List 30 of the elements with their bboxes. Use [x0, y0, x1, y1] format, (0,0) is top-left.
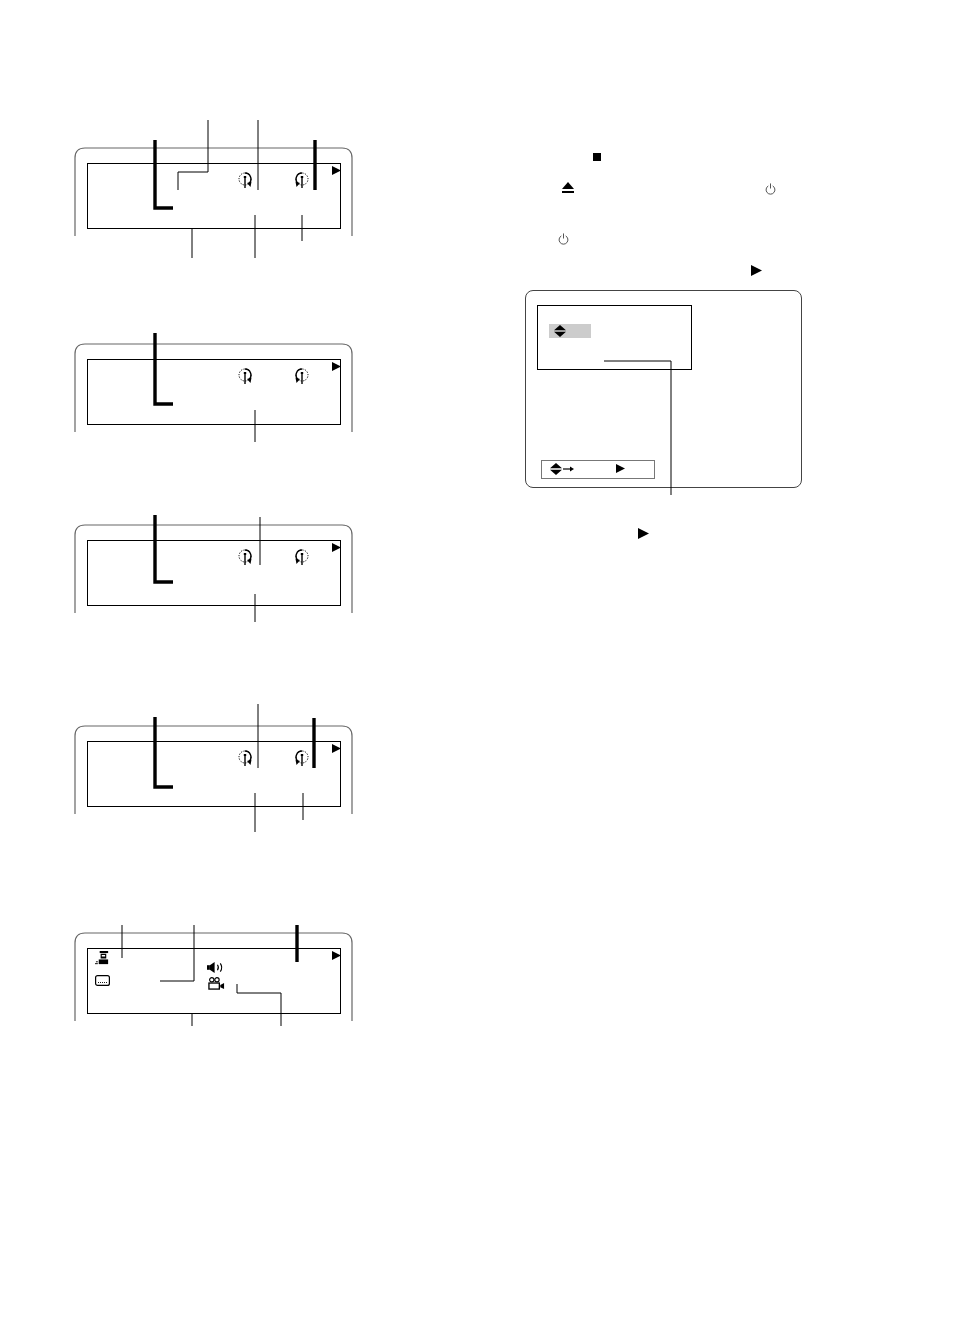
leader-line: [153, 717, 173, 789]
leader-line: [259, 516, 261, 566]
leader-line: [121, 924, 123, 959]
lcd-display: [87, 359, 341, 425]
leader-line: [254, 593, 256, 623]
leader-line: [254, 792, 256, 833]
leader-line: [254, 214, 256, 259]
leader-line: [312, 718, 316, 768]
leader-line: [254, 409, 256, 443]
leader-line: [313, 140, 317, 190]
menu-screen: [525, 290, 802, 488]
leader-line: [236, 983, 282, 1027]
leader-line: [153, 515, 173, 584]
leader-line: [191, 1013, 193, 1027]
leader-line: [301, 214, 303, 242]
leader-line: [191, 228, 193, 259]
leader-line: [603, 360, 672, 496]
leader-line: [153, 140, 173, 210]
lcd-display: [87, 163, 341, 229]
leader-line: [302, 792, 304, 821]
leader-line: [257, 703, 259, 769]
leader-line: [257, 119, 259, 191]
lcd-display: [87, 948, 341, 1014]
leader-line: [153, 333, 173, 406]
menu-panel: [537, 305, 692, 370]
leader-line: [295, 925, 299, 962]
lcd-display: [87, 741, 341, 807]
leader-line: [159, 924, 195, 982]
lcd-display: [87, 540, 341, 606]
leader-line: [177, 119, 209, 191]
